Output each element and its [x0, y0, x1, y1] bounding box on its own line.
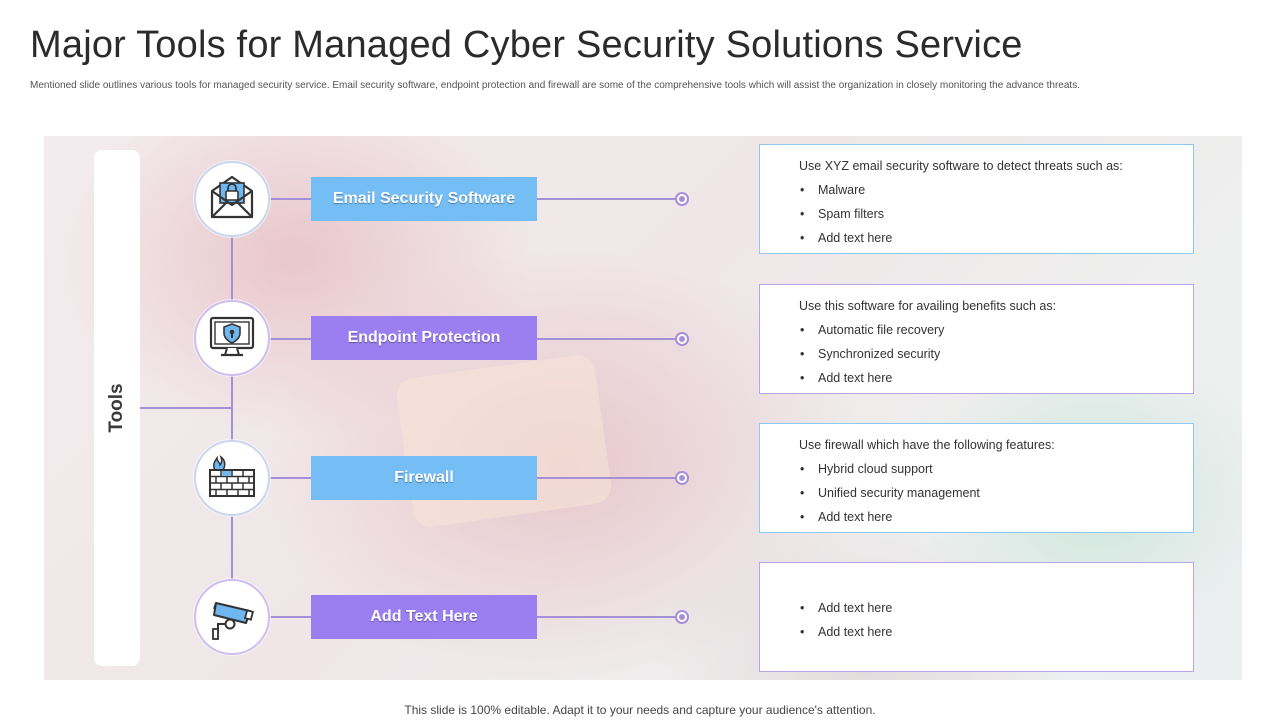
tools-side-bar — [94, 150, 140, 666]
tool-icon-circle-1 — [194, 161, 270, 237]
tool-label-email-security-software: Email Security Software — [311, 177, 537, 221]
list-item: Hybrid cloud support — [799, 461, 1193, 485]
tool-icon-circle-4 — [194, 579, 270, 655]
security-camera-icon — [206, 589, 258, 646]
email-lock-icon — [206, 171, 258, 228]
tool-details-card-3: Use firewall which have the following fe… — [759, 423, 1194, 533]
tools-label: Tools — [106, 383, 127, 433]
list-item: Add text here — [799, 230, 1193, 254]
list-item: Unified security management — [799, 485, 1193, 509]
slide-footer: This slide is 100% editable. Adapt it to… — [404, 703, 876, 717]
vertical-connector — [231, 236, 233, 580]
card-bullet-list: Add text here Add text here — [799, 600, 1193, 648]
list-item: Add text here — [799, 370, 1193, 394]
slide-title: Major Tools for Managed Cyber Security S… — [30, 24, 1023, 66]
card-intro: Use firewall which have the following fe… — [799, 438, 1055, 452]
firewall-icon — [206, 450, 258, 507]
tool-details-card-2: Use this software for availing benefits … — [759, 284, 1194, 394]
list-item: Automatic file recovery — [799, 322, 1193, 346]
tool-icon-circle-3 — [194, 440, 270, 516]
slide-subtitle: Mentioned slide outlines various tools f… — [30, 80, 1080, 91]
list-item: Add text here — [799, 509, 1193, 533]
tool-label-firewall: Firewall — [311, 456, 537, 500]
card-intro: Use this software for availing benefits … — [799, 299, 1057, 313]
list-item: Add text here — [799, 600, 1193, 624]
list-item: Add text here — [799, 624, 1193, 648]
card-bullet-list: Automatic file recovery Synchronized sec… — [799, 322, 1193, 394]
row-dot-3 — [675, 471, 689, 485]
tool-label-endpoint-protection: Endpoint Protection — [311, 316, 537, 360]
card-bullet-list: Hybrid cloud support Unified security ma… — [799, 461, 1193, 533]
row-dot-2 — [675, 332, 689, 346]
list-item: Synchronized security — [799, 346, 1193, 370]
tool-details-card-4: Add text here Add text here — [759, 562, 1194, 672]
tool-label-add-text-here: Add Text Here — [311, 595, 537, 639]
tool-details-card-1: Use XYZ email security software to detec… — [759, 144, 1194, 254]
list-item: Spam filters — [799, 206, 1193, 230]
monitor-shield-icon — [206, 310, 258, 367]
row-dot-1 — [675, 192, 689, 206]
card-intro: Use XYZ email security software to detec… — [799, 159, 1123, 173]
tools-connector — [140, 407, 232, 409]
list-item: Malware — [799, 182, 1193, 206]
card-bullet-list: Malware Spam filters Add text here — [799, 182, 1193, 254]
tool-icon-circle-2 — [194, 300, 270, 376]
row-dot-4 — [675, 610, 689, 624]
